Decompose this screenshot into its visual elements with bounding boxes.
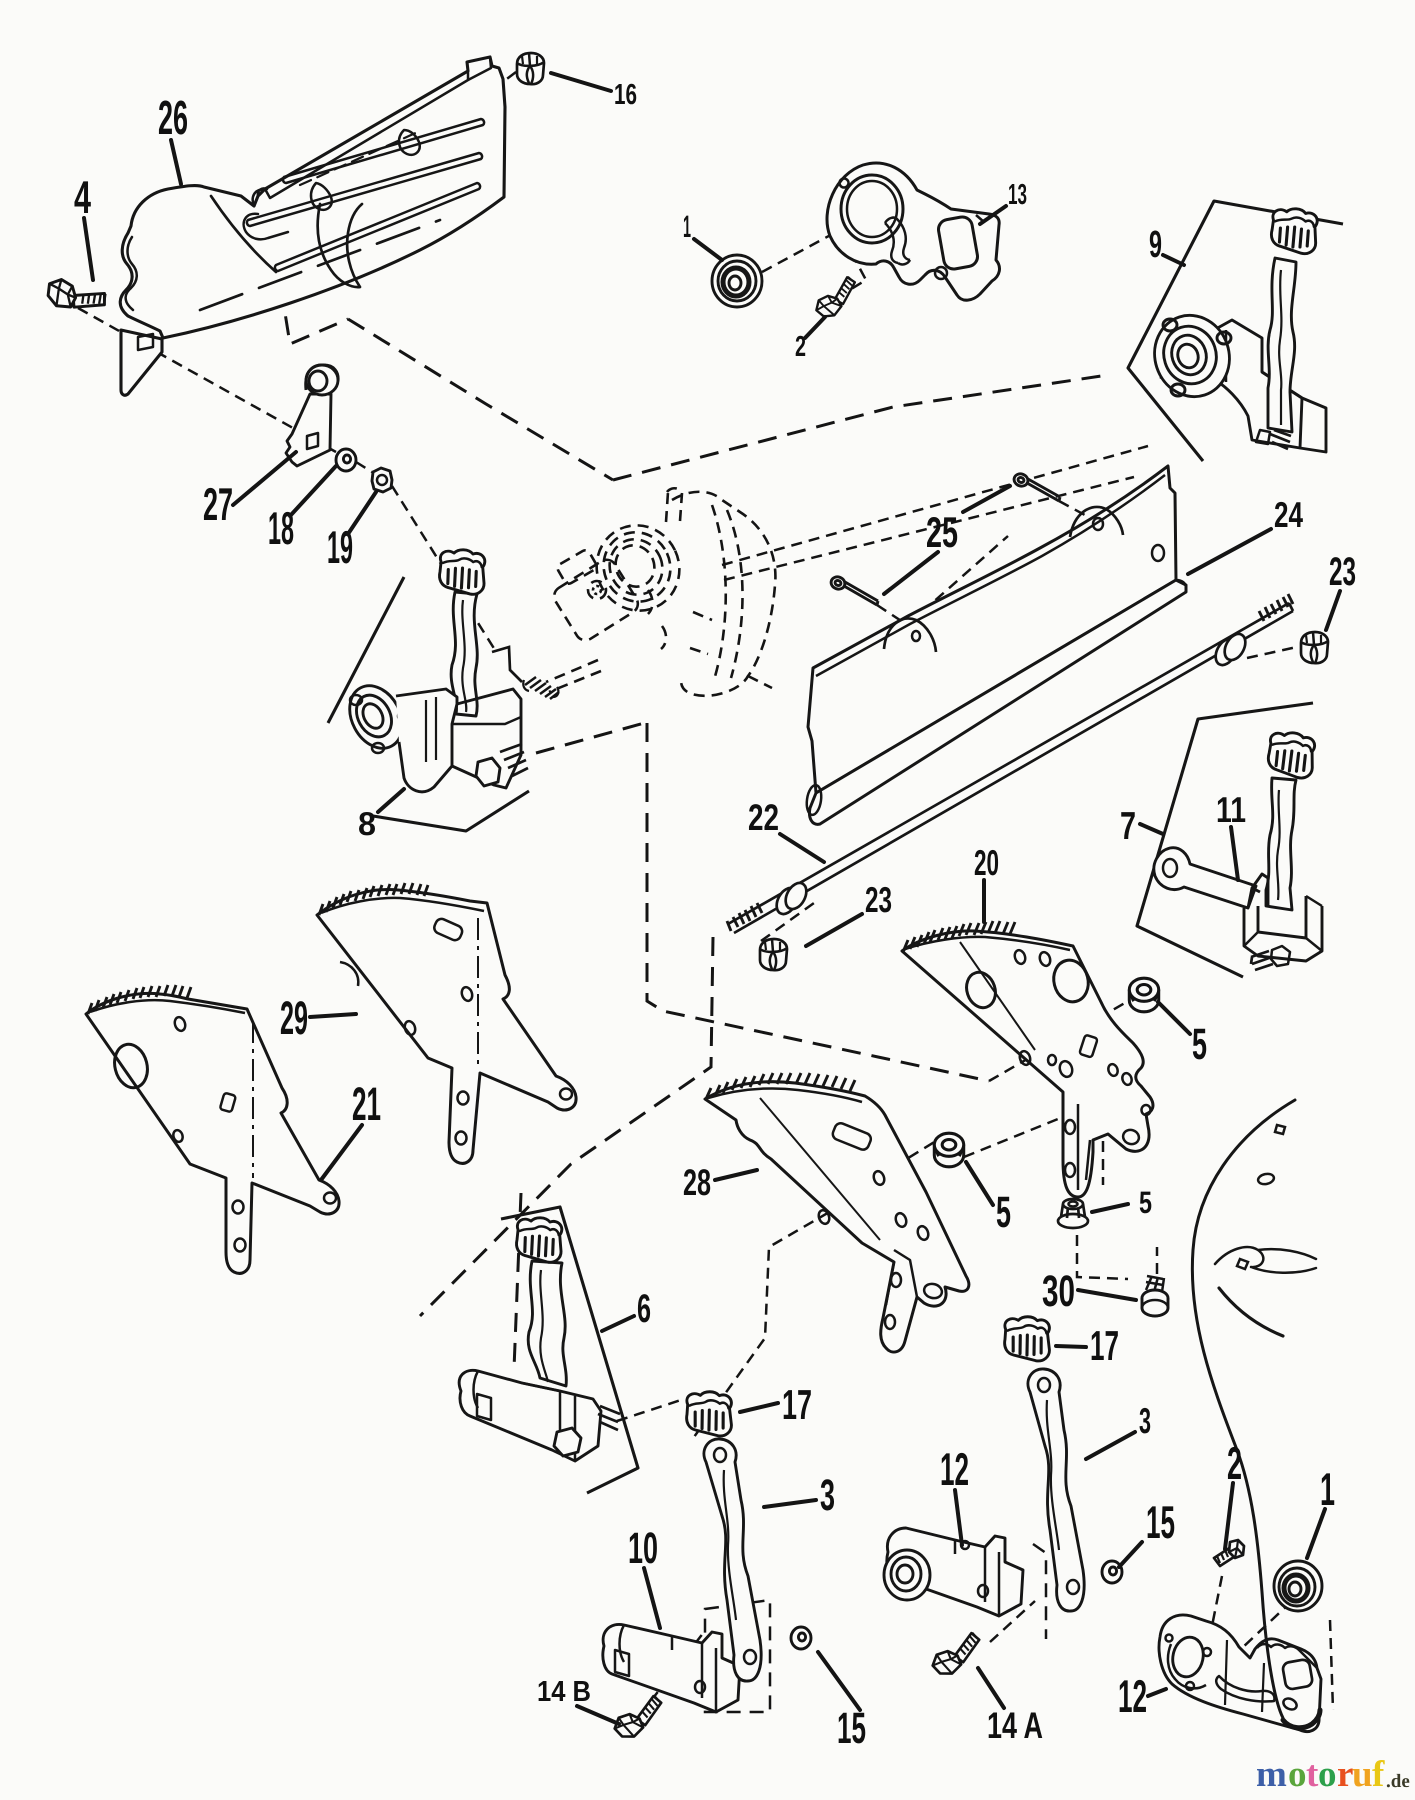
svg-text:12: 12	[1118, 1670, 1147, 1722]
svg-text:1: 1	[1320, 1463, 1335, 1515]
svg-text:20: 20	[974, 842, 999, 883]
svg-text:18: 18	[268, 502, 294, 554]
svg-text:7: 7	[1120, 805, 1136, 848]
svg-text:22: 22	[748, 797, 779, 838]
svg-text:15: 15	[837, 1704, 866, 1753]
svg-text:14 B: 14 B	[537, 1676, 591, 1708]
svg-text:6: 6	[637, 1287, 651, 1331]
svg-text:26: 26	[158, 92, 188, 145]
svg-text:5: 5	[1192, 1020, 1207, 1069]
svg-text:30: 30	[1042, 1267, 1075, 1316]
svg-text:1: 1	[683, 209, 691, 244]
svg-text:25: 25	[926, 509, 958, 557]
svg-text:28: 28	[683, 1162, 711, 1203]
svg-text:11: 11	[1216, 789, 1246, 830]
svg-text:9: 9	[1149, 224, 1162, 266]
svg-text:2: 2	[1227, 1437, 1242, 1489]
svg-text:23: 23	[865, 879, 892, 920]
svg-text:4: 4	[74, 171, 91, 223]
svg-text:13: 13	[1008, 179, 1027, 211]
svg-text:27: 27	[203, 478, 233, 530]
svg-text:5: 5	[1139, 1185, 1152, 1220]
svg-text:10: 10	[628, 1524, 658, 1573]
svg-text:29: 29	[280, 991, 308, 1044]
svg-text:16: 16	[614, 79, 637, 111]
svg-text:21: 21	[352, 1077, 381, 1130]
svg-text:3: 3	[820, 1471, 835, 1520]
svg-text:8: 8	[358, 805, 376, 842]
svg-text:5: 5	[996, 1188, 1011, 1237]
svg-text:3: 3	[1139, 1400, 1151, 1441]
svg-text:15: 15	[1146, 1496, 1175, 1548]
svg-text:o: o	[1318, 1754, 1337, 1795]
svg-text:r: r	[1337, 1754, 1353, 1795]
svg-text:t: t	[1306, 1754, 1319, 1795]
svg-text:14 A: 14 A	[987, 1705, 1043, 1746]
svg-text:24: 24	[1274, 494, 1303, 535]
svg-text:u: u	[1352, 1754, 1373, 1795]
svg-text:17: 17	[1090, 1322, 1119, 1369]
svg-text:23: 23	[1329, 550, 1356, 594]
svg-text:2: 2	[795, 331, 806, 363]
svg-text:o: o	[1288, 1754, 1307, 1795]
svg-text:f: f	[1372, 1754, 1385, 1795]
svg-text:17: 17	[782, 1381, 812, 1428]
svg-text:12: 12	[940, 1443, 969, 1495]
svg-text:m: m	[1256, 1754, 1287, 1795]
svg-text:.de: .de	[1386, 1771, 1410, 1792]
